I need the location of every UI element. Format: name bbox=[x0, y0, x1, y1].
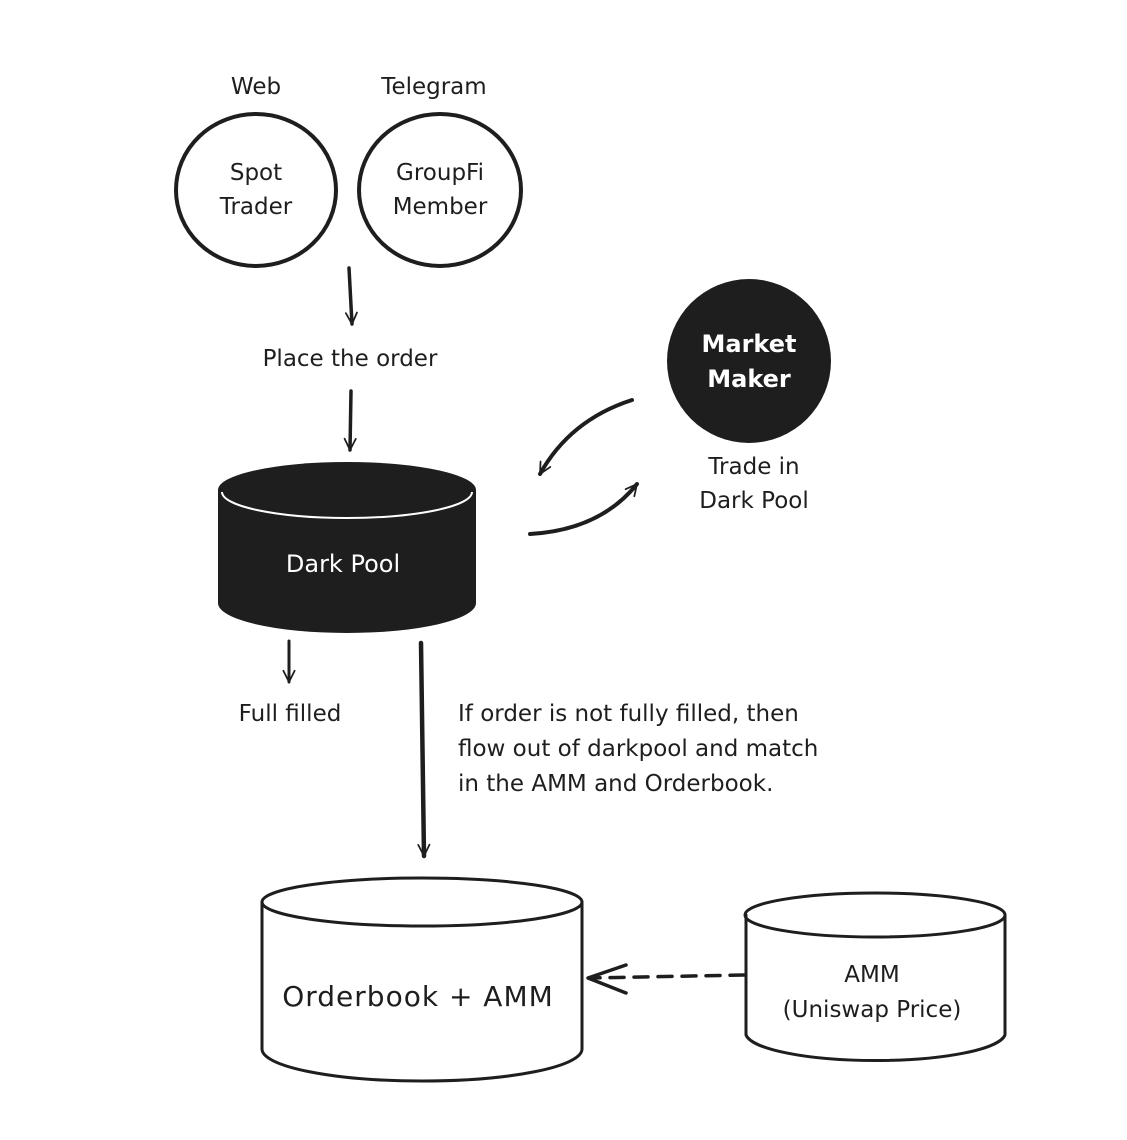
spot-trader-line2: Trader bbox=[219, 194, 293, 220]
groupfi-member-circle bbox=[357, 112, 523, 268]
arrow-order-to-darkpool bbox=[350, 389, 351, 452]
dark-pool-body bbox=[218, 490, 476, 633]
amm-uniswap-node[interactable]: AMM (Uniswap Price) bbox=[743, 891, 1007, 1063]
groupfi-member-line1: GroupFi bbox=[396, 160, 484, 186]
amm-uniswap-top bbox=[743, 891, 1007, 939]
dark-pool-top bbox=[218, 462, 476, 518]
groupfi-member-line2: Member bbox=[393, 194, 488, 220]
market-maker-circle bbox=[667, 279, 831, 443]
market-maker-caption-line1: Trade in bbox=[707, 454, 799, 480]
dark-pool-node[interactable]: Dark Pool bbox=[218, 462, 476, 633]
orderbook-amm-node[interactable]: Orderbook + AMM bbox=[260, 876, 584, 1083]
market-maker-line2: Maker bbox=[707, 365, 791, 393]
overflow-note-line2: flow out of darkpool and match bbox=[458, 736, 818, 762]
market-maker-node[interactable]: Market Maker bbox=[667, 279, 831, 443]
full-filled-label: Full filled bbox=[239, 701, 342, 727]
arrow-darkpool-to-orderbook bbox=[421, 640, 424, 859]
telegram-channel-label: Telegram bbox=[380, 74, 486, 100]
overflow-note-line3: in the AMM and Orderbook. bbox=[458, 771, 773, 797]
market-maker-line1: Market bbox=[702, 330, 797, 358]
orderbook-amm-body bbox=[260, 900, 584, 1083]
spot-trader-line1: Spot bbox=[230, 160, 282, 186]
web-channel-label: Web bbox=[231, 74, 281, 100]
market-maker-caption-line2: Dark Pool bbox=[699, 488, 808, 514]
groupfi-member-node[interactable]: GroupFi Member bbox=[357, 112, 523, 268]
orderbook-amm-top bbox=[260, 876, 584, 928]
amm-uniswap-line2: (Uniswap Price) bbox=[783, 997, 962, 1023]
dark-pool-rim bbox=[221, 491, 473, 519]
overflow-note-line1: If order is not fully filled, then bbox=[458, 701, 799, 727]
place-order-label: Place the order bbox=[263, 346, 438, 372]
orderbook-amm-label: Orderbook + AMM bbox=[282, 980, 554, 1013]
arrow-amm-to-orderbook-head bbox=[586, 963, 628, 995]
amm-uniswap-body bbox=[744, 913, 1007, 1063]
dark-pool-label: Dark Pool bbox=[286, 550, 400, 578]
arrow-darkpool-to-marketmaker bbox=[528, 482, 639, 536]
arrow-marketmaker-to-darkpool bbox=[538, 398, 634, 476]
arrow-amm-to-orderbook bbox=[588, 973, 746, 980]
amm-uniswap-line1: AMM bbox=[844, 962, 899, 988]
spot-trader-node[interactable]: Spot Trader bbox=[174, 112, 338, 268]
arrow-traders-to-order bbox=[349, 266, 352, 324]
spot-trader-circle bbox=[174, 112, 338, 268]
